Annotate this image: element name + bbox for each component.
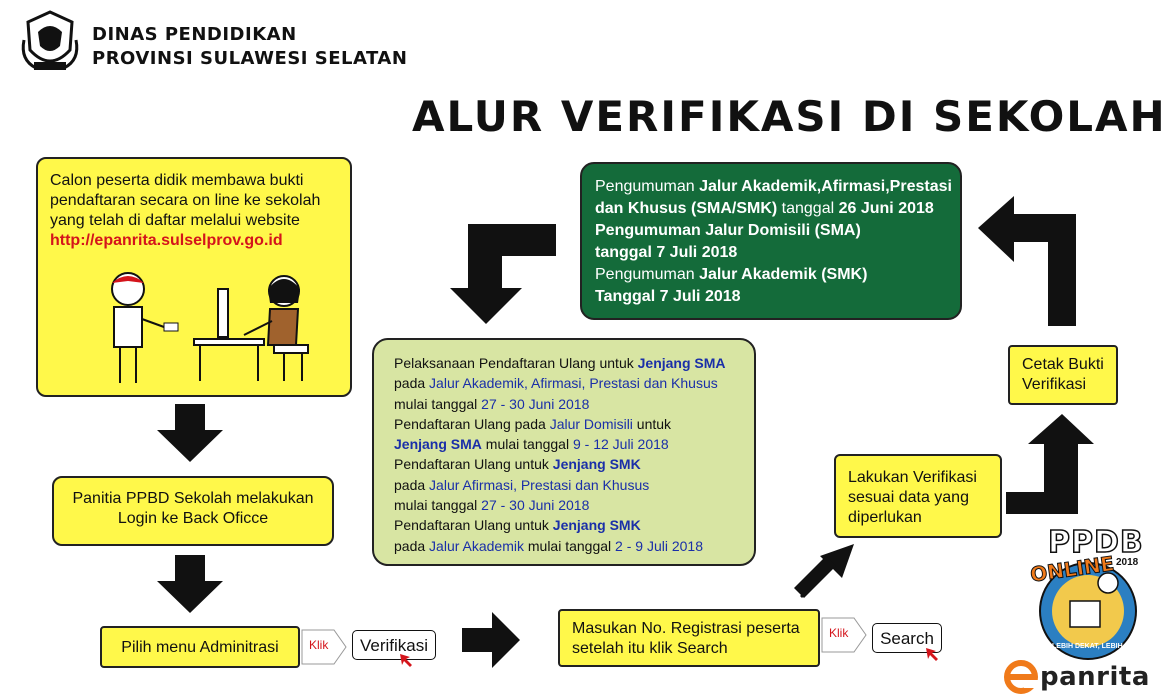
- step1-line2: pendaftaran secara on line ke sekolah: [50, 192, 321, 209]
- step3-label: Pilih menu Adminitrasi: [121, 639, 279, 656]
- agency-name-line1: DINAS PENDIDIKAN: [92, 24, 297, 45]
- step2-line1: Panitia PPBD Sekolah melakukan: [72, 490, 314, 507]
- rereg-line3: mulai tanggal 27 - 30 Juni 2018: [394, 395, 590, 412]
- klik-label-1: Klik: [309, 638, 329, 652]
- step5-line2: sesuai data yang: [848, 489, 969, 506]
- arrow-right-icon: [462, 612, 520, 668]
- step1-line1: Calon peserta didik membawa bukti: [50, 172, 304, 189]
- step6-line2: Verifikasi: [1022, 376, 1087, 393]
- ppdb-online-badge: PPDB ONLINE 2018 LEBIH DEKAT, LEBIH BAIK: [1020, 524, 1150, 660]
- cursor-pointer-1-icon: [400, 654, 412, 667]
- epanrita-e-icon: [1004, 660, 1038, 694]
- website-url[interactable]: http://epanrita.sulselprov.go.id: [50, 232, 283, 249]
- step3-box: Pilih menu Adminitrasi: [100, 626, 300, 668]
- arrow-elbow-left-icon: [978, 196, 1076, 326]
- rereg-line4: Pendaftaran Ulang pada Jalur Domisili un…: [394, 415, 672, 432]
- search-button-label: Search: [880, 629, 934, 648]
- announcement-line1: Pengumuman Jalur Akademik,Afirmasi,Prest…: [595, 178, 952, 195]
- step2-line2: Login ke Back Oficce: [117, 510, 269, 527]
- step1-box: Calon peserta didik membawa bukti pendaf…: [36, 157, 352, 397]
- arrow-down-1-icon: [157, 404, 223, 462]
- cursor-pointer-2-icon: [926, 648, 938, 661]
- rereg-line7: pada Jalur Afirmasi, Prestasi dan Khusus: [394, 476, 650, 493]
- step4-box: Masukan No. Registrasi peserta setelah i…: [558, 609, 820, 667]
- arrow-elbow-down-icon: [450, 224, 556, 324]
- epanrita-name: panrita: [1040, 662, 1150, 692]
- step5-line1: Lakukan Verifikasi: [848, 469, 977, 486]
- agency-name-line2: PROVINSI SULAWESI SELATAN: [92, 48, 408, 69]
- student-and-officer-illustration: [98, 269, 318, 389]
- step5-box: Lakukan Verifikasi sesuai data yang dipe…: [834, 454, 1002, 538]
- rereg-line6: Pendaftaran Ulang untuk Jenjang SMK: [394, 456, 641, 473]
- step6-box: Cetak Bukti Verifikasi: [1008, 345, 1118, 405]
- arrow-up-right-icon: [794, 544, 854, 598]
- province-emblem: [20, 10, 80, 80]
- year-text: 2018: [1116, 557, 1139, 568]
- verifikasi-button[interactable]: Verifikasi: [352, 630, 436, 660]
- step1-line3: yang telah di daftar melalui website: [50, 212, 300, 229]
- klik-tag-1: Klik: [301, 629, 347, 665]
- arrow-elbow-up-icon: [1006, 414, 1094, 514]
- step5-line3: diperlukan: [848, 509, 922, 526]
- arrow-down-2-icon: [157, 555, 223, 613]
- klik-label-2: Klik: [829, 626, 849, 640]
- rereg-line10: pada Jalur Akademik mulai tanggal 2 - 9 …: [394, 537, 703, 554]
- epanrita-logo: panrita: [1004, 660, 1164, 694]
- rereg-line8: mulai tanggal 27 - 30 Juni 2018: [394, 497, 590, 514]
- klik-tag-2: Klik: [821, 617, 867, 653]
- rereg-line2: pada Jalur Akademik, Afirmasi, Prestasi …: [394, 375, 718, 392]
- page-title: ALUR VERIFIKASI DI SEKOLAH: [412, 92, 1166, 141]
- search-button[interactable]: Search: [872, 623, 942, 653]
- announcement-box: Pengumuman Jalur Akademik,Afirmasi,Prest…: [580, 162, 962, 320]
- slogan-text: LEBIH DEKAT, LEBIH BAIK: [1052, 643, 1142, 650]
- step2-box: Panitia PPBD Sekolah melakukan Login ke …: [52, 476, 334, 546]
- announcement-line4: tanggal 7 Juli 2018: [595, 244, 738, 261]
- step6-line1: Cetak Bukti: [1022, 356, 1104, 373]
- rereg-line5: Jenjang SMA mulai tanggal 9 - 12 Juli 20…: [394, 436, 669, 453]
- step4-line1: Masukan No. Registrasi peserta: [572, 620, 800, 637]
- announcement-line6: Tanggal 7 Juli 2018: [595, 288, 741, 305]
- reregistration-box: Pelaksanaan Pendaftaran Ulang untuk Jenj…: [372, 338, 756, 566]
- announcement-line3: Pengumuman Jalur Domisili (SMA): [595, 222, 861, 239]
- step4-line2: setelah itu klik Search: [572, 640, 728, 657]
- verifikasi-button-label: Verifikasi: [359, 636, 429, 655]
- announcement-line2: dan Khusus (SMA/SMK) tanggal 26 Juni 201…: [595, 200, 934, 217]
- rereg-line9: Pendaftaran Ulang untuk Jenjang SMK: [394, 517, 641, 534]
- rereg-line1: Pelaksanaan Pendaftaran Ulang untuk Jenj…: [394, 355, 726, 371]
- ppdb-text: PPDB: [1047, 524, 1144, 561]
- announcement-line5: Pengumuman Jalur Akademik (SMK): [595, 266, 868, 283]
